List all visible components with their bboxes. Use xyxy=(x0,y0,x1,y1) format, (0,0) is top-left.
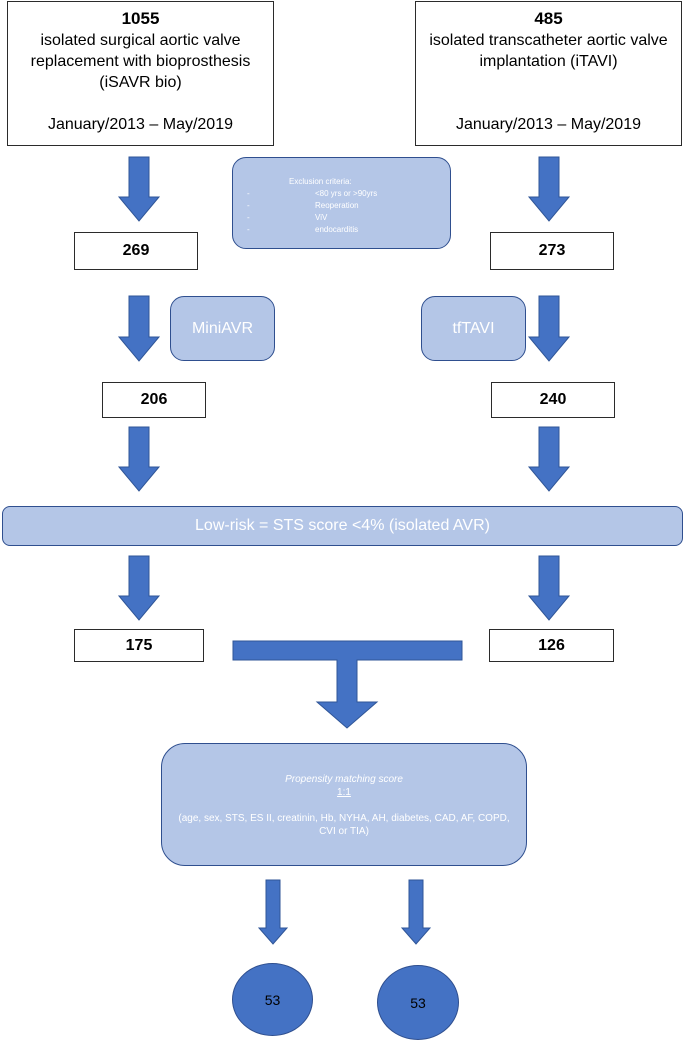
tftavi-route-box: tfTAVI xyxy=(421,296,526,361)
itavi-period: January/2013 – May/2019 xyxy=(455,116,641,133)
isavr-period: January/2013 – May/2019 xyxy=(47,116,233,133)
bullet-dash: - xyxy=(247,201,250,210)
isavr-description-line-2: replacement with bioprosthesis xyxy=(30,53,251,70)
arrow-left-1 xyxy=(117,156,161,222)
matched-left-circle: 53 xyxy=(232,963,313,1036)
exclusion-criteria-box: Exclusion criteria: - <80 yrs or >90yrs … xyxy=(232,157,451,249)
exclusion-criteria-title: Exclusion criteria: xyxy=(289,177,352,186)
left-low-risk-count: 175 xyxy=(74,629,204,662)
arrow-right-2 xyxy=(527,295,571,362)
arrow-right-1 xyxy=(527,156,571,222)
matching-ratio: 1:1 xyxy=(337,787,351,798)
propensity-matching-box: Propensity matching score 1:1 (age, sex,… xyxy=(161,743,527,866)
low-risk-criteria-bar: Low-risk = STS score <4% (isolated AVR) xyxy=(2,506,683,546)
arrow-left-3 xyxy=(117,426,161,492)
merge-arrow xyxy=(232,640,463,729)
bullet-dash: - xyxy=(247,225,250,234)
exclusion-item-label: <80 yrs or >90yrs xyxy=(315,189,378,198)
itavi-description-line-2: implantation (iTAVI) xyxy=(479,53,618,70)
isavr-cohort-box: 1055 isolated surgical aortic valve repl… xyxy=(7,1,274,146)
isavr-description-line-1: isolated surgical aortic valve xyxy=(40,32,241,49)
left-after-exclusion-count: 269 xyxy=(74,232,198,270)
right-after-exclusion-count: 273 xyxy=(490,232,614,270)
miniavr-route-box: MiniAVR xyxy=(170,296,275,361)
bullet-dash: - xyxy=(247,189,250,198)
right-low-risk-count: 126 xyxy=(489,629,614,662)
arrow-left-2 xyxy=(117,295,161,362)
arrow-right-4 xyxy=(527,555,571,621)
isavr-description-line-3: (iSAVR bio) xyxy=(99,74,182,91)
arrow-matched-right xyxy=(400,879,432,945)
bullet-dash: - xyxy=(247,213,250,222)
arrow-left-4 xyxy=(117,555,161,621)
matched-right-circle: 53 xyxy=(377,965,459,1040)
itavi-cohort-box: 485 isolated transcatheter aortic valve … xyxy=(415,1,682,146)
propensity-matching-title: Propensity matching score xyxy=(285,774,403,785)
isavr-count: 1055 xyxy=(121,9,160,28)
matching-variables: (age, sex, STS, ES II, creatinin, Hb, NY… xyxy=(178,813,510,837)
itavi-description-line-1: isolated transcatheter aortic valve xyxy=(429,32,668,49)
exclusion-item-label: endocarditis xyxy=(315,225,359,234)
exclusion-item-label: Reoperation xyxy=(315,201,359,210)
left-after-access-count: 206 xyxy=(102,382,206,418)
right-after-access-count: 240 xyxy=(491,382,615,418)
arrow-right-3 xyxy=(527,426,571,492)
arrow-matched-left xyxy=(257,879,289,945)
itavi-count: 485 xyxy=(534,9,563,28)
exclusion-item-label: ViV xyxy=(315,213,328,222)
